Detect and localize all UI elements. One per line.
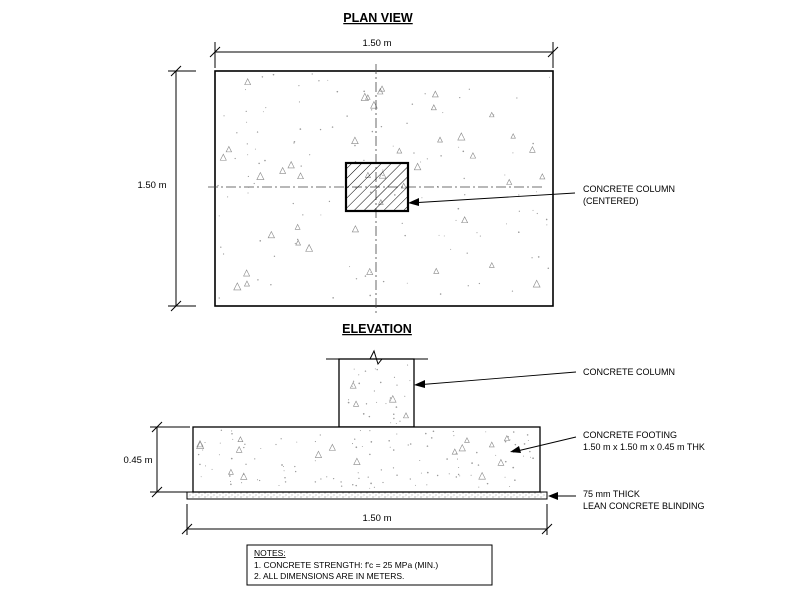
elevation-column-leader-arrowhead <box>414 380 425 388</box>
plan-column-section <box>344 161 410 213</box>
elevation-width-label: 1.50 m <box>362 513 391 524</box>
plan-width-dimension <box>209 42 559 68</box>
elevation-height-label: 0.45 m <box>123 455 152 466</box>
notes-item: 2. ALL DIMENSIONS ARE IN METERS. <box>254 571 404 581</box>
elevation-footing-leader <box>512 436 577 453</box>
notes-heading: NOTES: <box>254 548 286 558</box>
elevation-footing-label-line2: 1.50 m x 1.50 m x 0.45 m THK <box>583 442 705 452</box>
elevation-column-label: CONCRETE COLUMN <box>583 367 675 377</box>
elevation-footing-label-line1: CONCRETE FOOTING <box>583 430 677 440</box>
elevation-footing-texture <box>196 429 534 489</box>
plan-concrete-texture <box>217 73 550 299</box>
plan-height-label: 1.50 m <box>137 180 166 191</box>
elevation-blinding-leader-arrowhead <box>548 492 558 500</box>
plan-column-leader <box>409 192 576 204</box>
elevation-blinding-label-line2: LEAN CONCRETE BLINDING <box>583 501 705 511</box>
elevation-column-texture <box>347 364 411 424</box>
elevation-width-dimension <box>181 504 553 535</box>
plan-column-callout-line1: CONCRETE COLUMN <box>583 184 675 194</box>
elevation-column <box>326 349 428 428</box>
notes-box <box>246 544 493 586</box>
elevation-title: ELEVATION <box>342 322 412 336</box>
plan-view-title: PLAN VIEW <box>343 11 413 25</box>
elevation-height-dimension <box>150 421 190 498</box>
elevation-footing <box>192 426 541 493</box>
notes-item: 1. CONCRETE STRENGTH: f'c = 25 MPa (MIN.… <box>254 560 438 570</box>
elevation-lean-concrete-blinding <box>186 491 548 500</box>
plan-width-label: 1.50 m <box>362 38 391 49</box>
elevation-blinding-label-line1: 75 mm THICK <box>583 489 640 499</box>
elevation-footing-leader-arrowhead <box>510 446 521 453</box>
plan-column-leader-arrowhead <box>408 198 419 206</box>
plan-height-dimension <box>168 65 196 312</box>
plan-column-callout-line2: (CENTERED) <box>583 196 639 206</box>
elevation-column-leader <box>415 371 577 386</box>
